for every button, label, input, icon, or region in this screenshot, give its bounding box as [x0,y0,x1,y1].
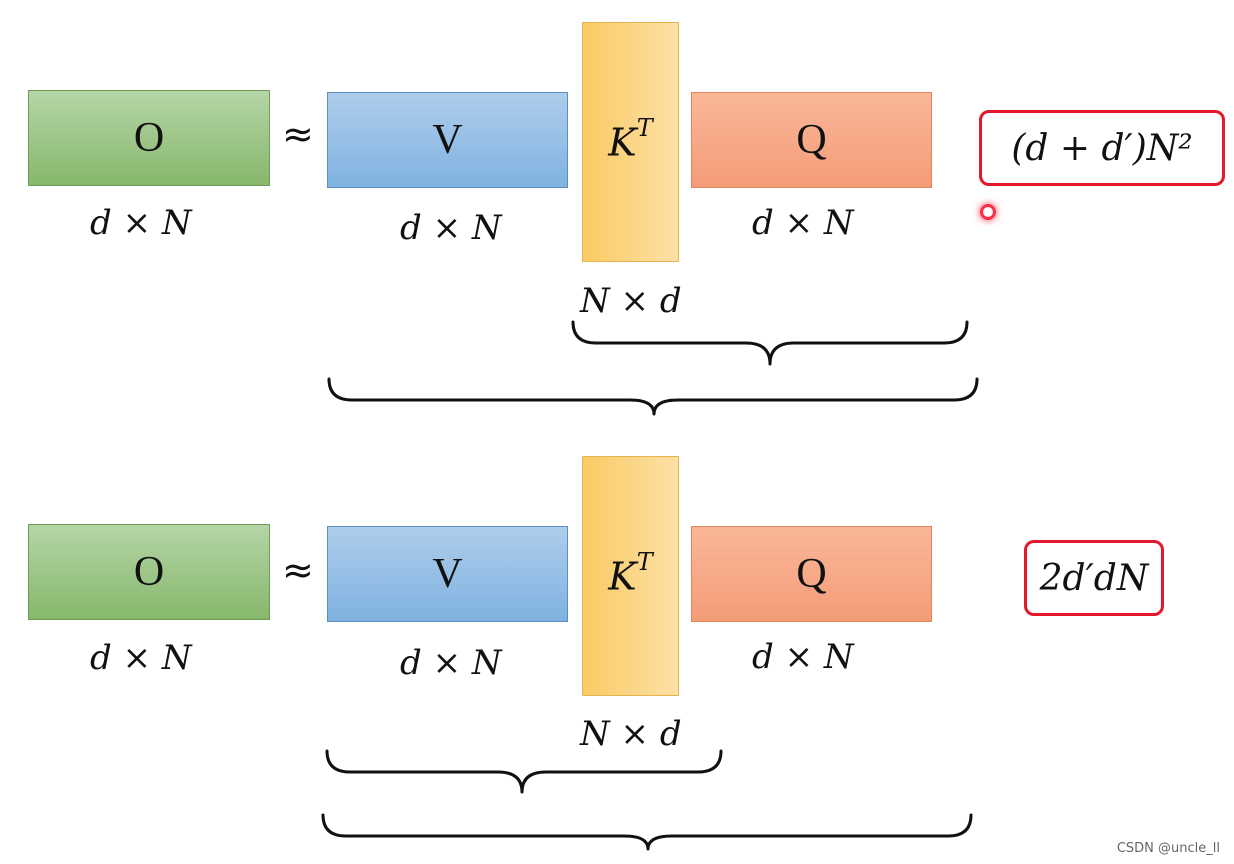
watermark: CSDN @uncle_ll [1116,841,1220,856]
cost-badge-row1: (d + d′)N² [979,110,1225,186]
kt-dimension-row1: N × d [580,281,682,321]
o-dimension-row1: d × N [90,203,192,243]
matrix-v-box-row2: V [327,526,568,622]
brace-v-kt-row2 [325,749,723,794]
cost-badge-row2: 2d′dN [1024,540,1164,616]
matrix-v-box-row1: V [327,92,568,188]
matrix-o-box-row2: O [28,524,270,620]
approx-symbol-row2: ≈ [282,548,314,592]
kt-sup-row1: T [636,113,653,142]
brace-all-row2 [321,813,973,851]
matrix-kt-label-row1: KT [608,114,652,165]
kt-base-row2: K [608,554,637,599]
q-dimension-row2: d × N [752,637,854,677]
kt-base-row1: K [608,120,637,165]
matrix-kt-box-row1: KT [582,22,679,262]
matrix-o-box-row1: O [28,90,270,186]
pointer-dot [980,204,996,220]
brace-all-row1 [327,377,979,416]
kt-sup-row2: T [636,547,653,576]
matrix-kt-box-row2: KT [582,456,679,696]
brace-kt-q-row1 [571,320,969,366]
v-dimension-row1: d × N [400,208,502,248]
o-dimension-row2: d × N [90,638,192,678]
kt-dimension-row2: N × d [580,714,682,754]
q-dimension-row1: d × N [752,203,854,243]
matrix-q-box-row1: Q [691,92,932,188]
v-dimension-row2: d × N [400,643,502,683]
approx-symbol-row1: ≈ [282,112,314,156]
matrix-kt-label-row2: KT [608,548,652,599]
matrix-q-box-row2: Q [691,526,932,622]
